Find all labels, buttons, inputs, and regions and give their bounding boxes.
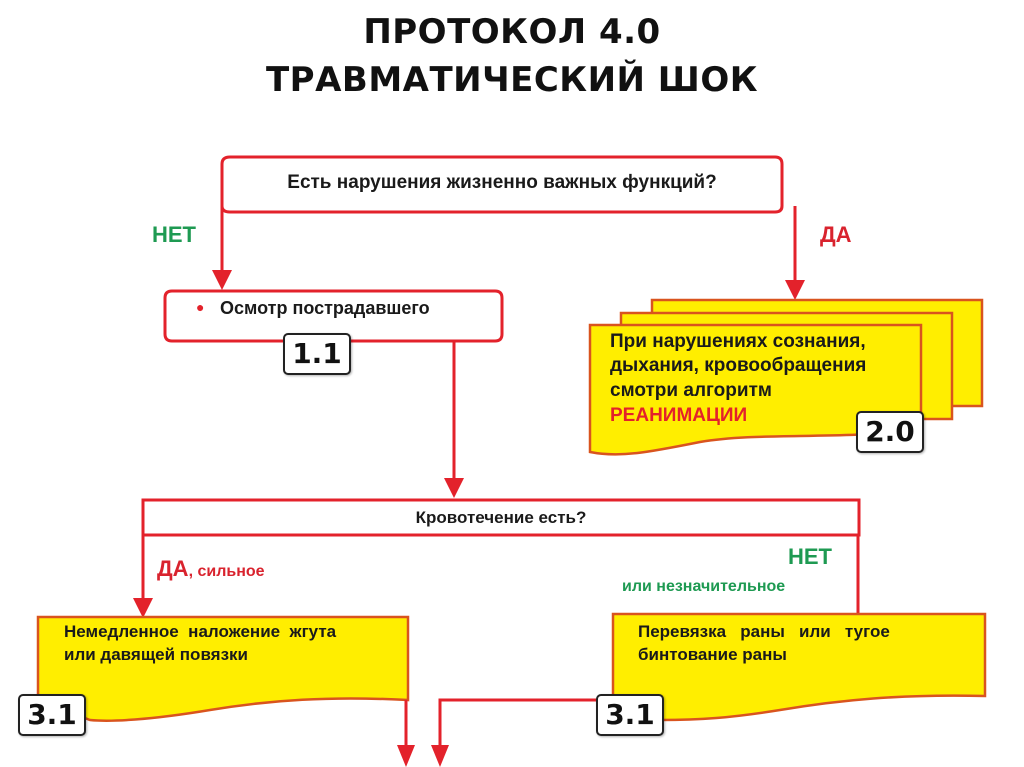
label-no-bleeding-suffix: или незначительное	[622, 578, 786, 595]
label-yes-vital: ДА	[820, 222, 852, 247]
resus-highlight: РЕАНИМАЦИИ	[610, 405, 748, 426]
tourniquet-line2: или давящей повязки	[64, 645, 248, 664]
label-yes-bleeding-suffix: , сильное	[188, 563, 265, 580]
tourniquet-line1: Немедленное наложение жгута	[64, 622, 337, 641]
exam-box	[163, 289, 504, 343]
question-bleeding-text: Кровотечение есть?	[415, 508, 587, 527]
bullet-icon: ●	[196, 299, 205, 315]
label-no-bleeding: НЕТ	[788, 544, 832, 569]
arrowhead-no-vital	[212, 270, 232, 290]
arrow-bandage-out	[438, 698, 600, 752]
label-no-vital: НЕТ	[152, 222, 196, 247]
arrowhead-exam-to-bleeding	[444, 478, 464, 498]
arrowhead-bandage-out	[431, 745, 449, 767]
label-yes-bleeding: ДА, сильное	[157, 556, 265, 582]
resus-line3: смотри алгоритм	[610, 380, 772, 401]
resus-line1: При нарушениях сознания,	[610, 331, 866, 352]
question-vital-box	[220, 155, 784, 214]
label-yes-bleeding-main: ДА	[157, 556, 189, 581]
resus-line2: дыхания, кровообращения	[610, 355, 867, 376]
badge-exam: 1.1	[283, 333, 351, 375]
arrowhead-yes-vital	[785, 280, 805, 300]
badge-resus: 2.0	[856, 411, 924, 453]
question-vital-text: Есть нарушения жизненно важных функций?	[287, 172, 717, 193]
bandage-line1: Перевязка раны или тугое	[638, 622, 890, 641]
arrowhead-yes-bleeding	[133, 598, 153, 618]
exam-text: Осмотр пострадавшего	[220, 298, 430, 318]
bandage-line2: бинтование раны	[638, 645, 787, 664]
arrowhead-tourniquet-out	[397, 745, 415, 767]
bandage-note	[611, 612, 987, 722]
question-bleeding-box	[141, 498, 861, 537]
badge-tourniquet: 3.1	[18, 694, 86, 736]
tourniquet-note	[36, 615, 410, 722]
badge-bandage: 3.1	[596, 694, 664, 736]
protocol-title: ПРОТОКОЛ 4.0	[363, 12, 661, 52]
protocol-subtitle: ТРАВМАТИЧЕСКИЙ ШОК	[265, 60, 759, 100]
